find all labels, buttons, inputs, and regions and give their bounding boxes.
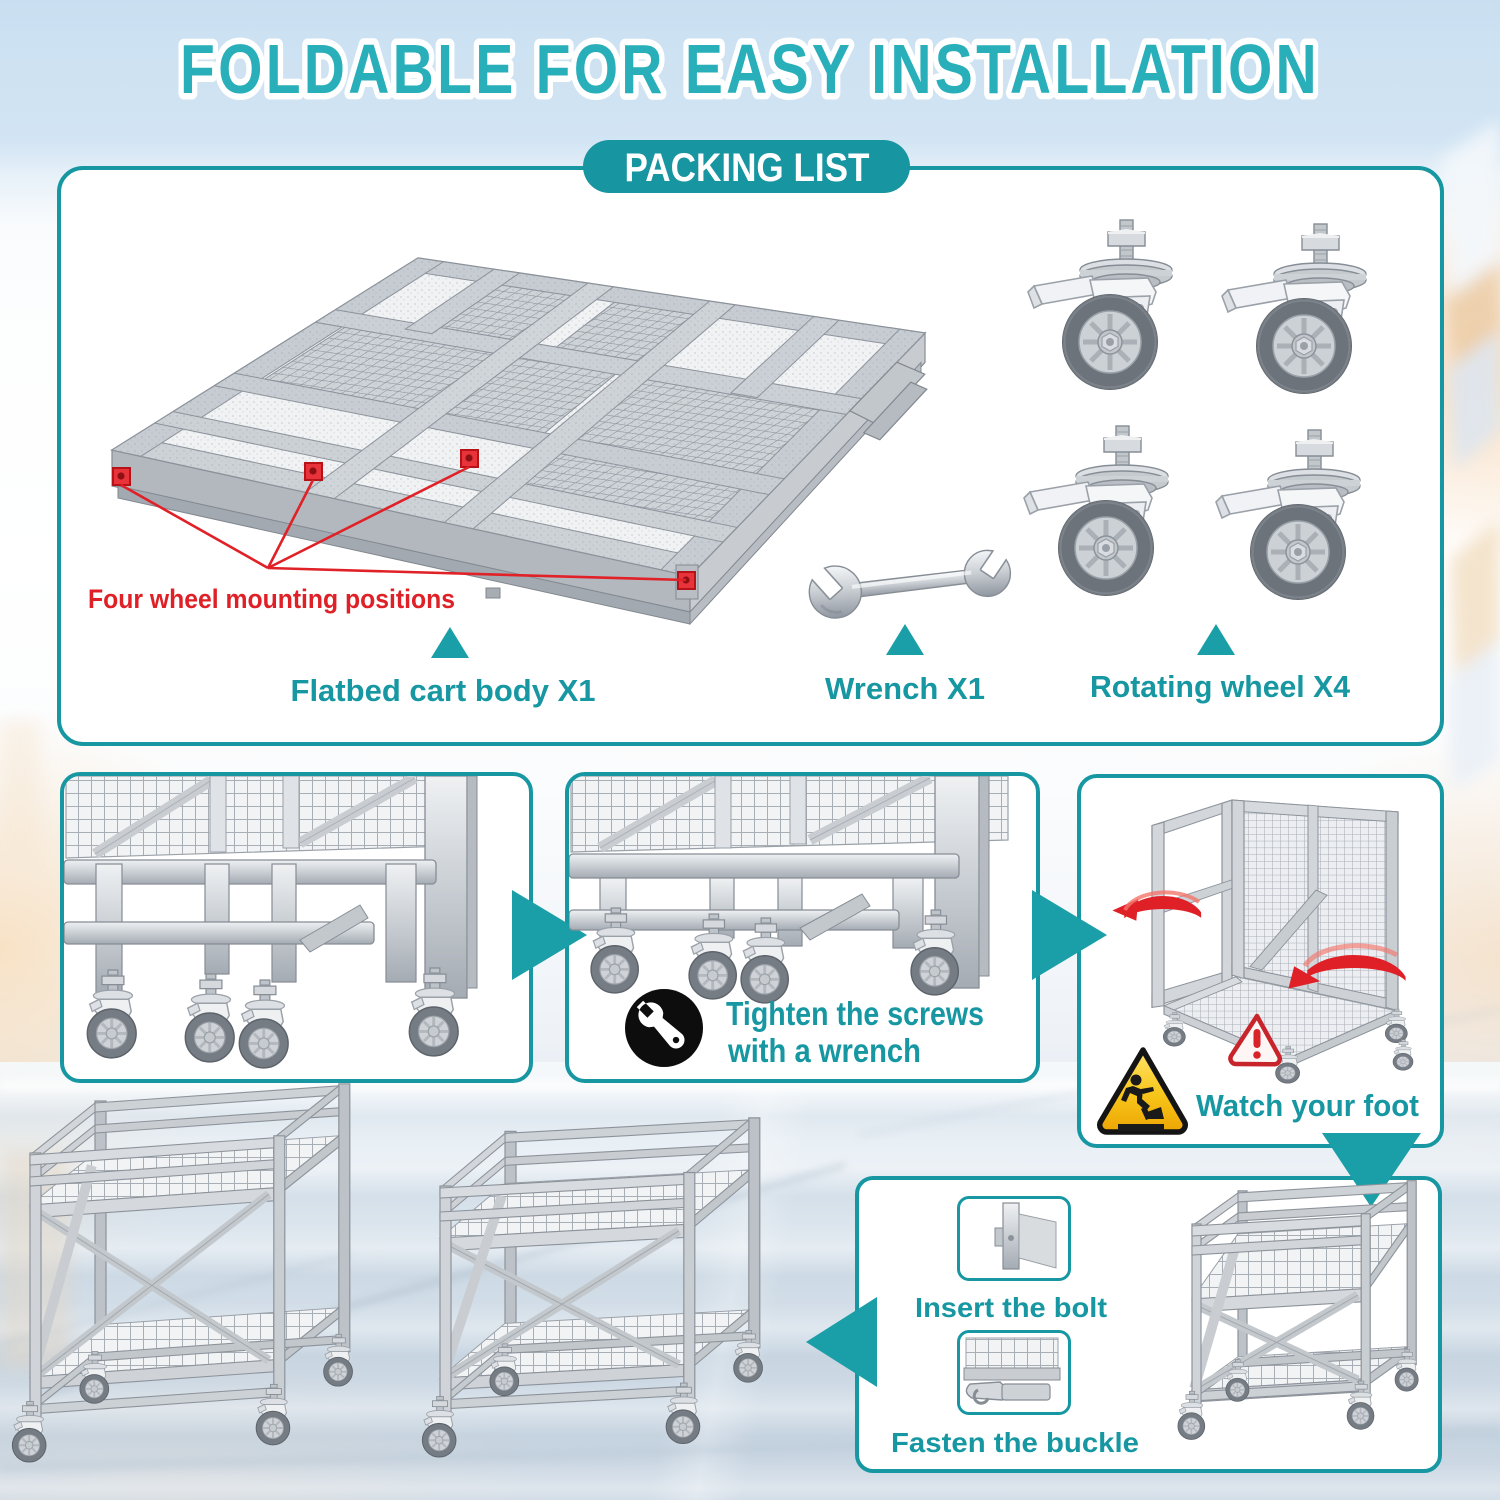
svg-text:Tighten the screws: Tighten the screws — [726, 995, 984, 1032]
svg-text:Rotating wheel X4: Rotating wheel X4 — [1090, 669, 1351, 704]
svg-text:Insert the bolt: Insert the bolt — [915, 1292, 1107, 1323]
svg-text:PACKING LIST: PACKING LIST — [625, 146, 870, 190]
svg-text:FOLDABLE FOR EASY INSTALLATION: FOLDABLE FOR EASY INSTALLATION — [180, 30, 1320, 108]
svg-text:Fasten the buckle: Fasten the buckle — [891, 1427, 1139, 1458]
svg-text:Flatbed cart body X1: Flatbed cart body X1 — [291, 673, 596, 708]
svg-text:Four wheel mounting positions: Four wheel mounting positions — [88, 584, 455, 614]
svg-text:Watch your foot: Watch your foot — [1196, 1088, 1419, 1123]
svg-text:Wrench X1: Wrench X1 — [825, 671, 985, 706]
svg-text:with a wrench: with a wrench — [727, 1032, 921, 1069]
